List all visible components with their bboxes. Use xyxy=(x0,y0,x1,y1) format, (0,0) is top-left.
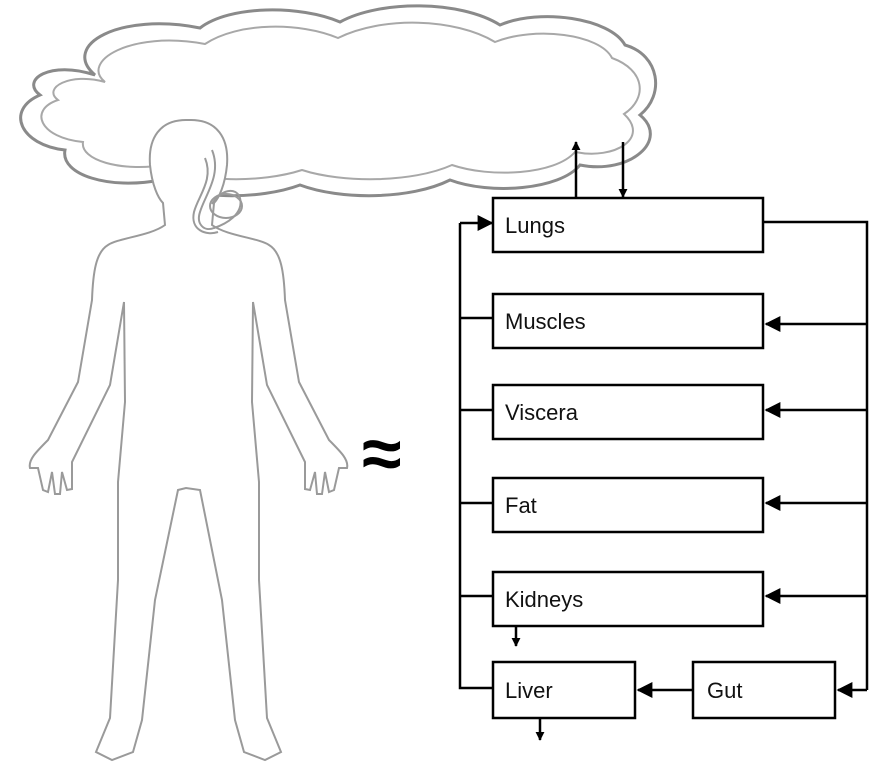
liver-label: Liver xyxy=(505,678,553,703)
kidneys-box: Kidneys xyxy=(493,572,763,626)
arterial-line xyxy=(763,222,867,690)
muscles-label: Muscles xyxy=(505,309,586,334)
human-body-icon xyxy=(30,120,348,760)
viscera-label: Viscera xyxy=(505,400,579,425)
cloud-icon xyxy=(21,6,656,196)
fat-box: Fat xyxy=(493,478,763,532)
liver-box: Liver xyxy=(493,662,635,718)
fat-label: Fat xyxy=(505,493,537,518)
venous-line xyxy=(460,223,493,688)
lungs-box: Lungs xyxy=(493,198,763,252)
viscera-box: Viscera xyxy=(493,385,763,439)
gut-box: Gut xyxy=(693,662,835,718)
kidneys-label: Kidneys xyxy=(505,587,583,612)
muscles-box: Muscles xyxy=(493,294,763,348)
gut-label: Gut xyxy=(707,678,742,703)
lungs-label: Lungs xyxy=(505,213,565,238)
approx-equal-icon: ≈ xyxy=(362,414,402,494)
